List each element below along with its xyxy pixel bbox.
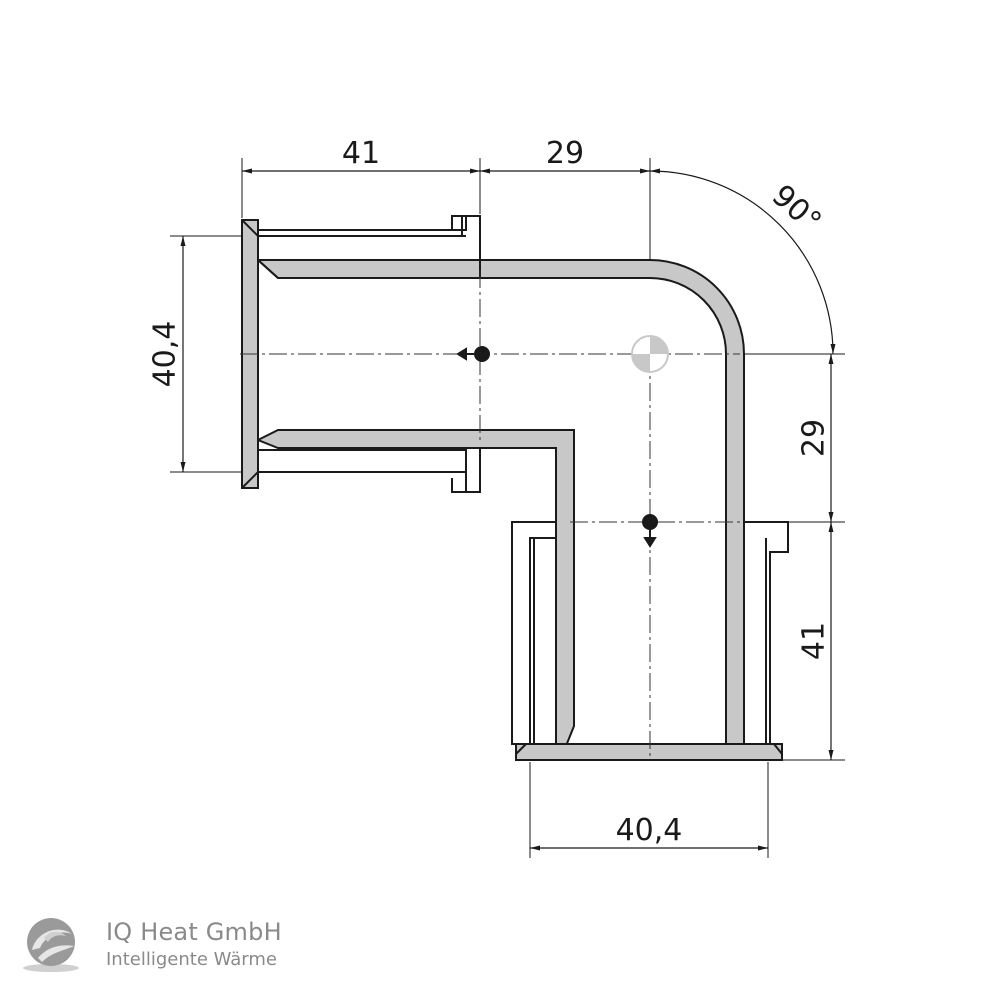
dimension-lines — [180, 168, 836, 851]
insertion-marker-left — [456, 346, 490, 362]
dim-text-right-upper: 29 — [797, 419, 832, 457]
dim-arc-angle — [649, 168, 836, 355]
brand-footer: IQ Heat GmbH Intelligente Wärme — [18, 916, 338, 976]
dim-text-angle: 90° — [765, 178, 828, 240]
brand-name: IQ Heat GmbH — [106, 918, 282, 946]
dim-text-bottom-diameter: 40,4 — [616, 813, 683, 848]
dim-text-top-right: 29 — [546, 136, 584, 171]
insertion-marker-bottom — [642, 514, 658, 548]
inner-elbow-wall — [255, 429, 575, 747]
dim-text-top-left: 41 — [342, 136, 380, 171]
fitting-body — [241, 215, 789, 761]
brand-tagline: Intelligente Wärme — [106, 949, 277, 970]
swirl-logo-icon — [23, 918, 79, 972]
dim-text-left-diameter: 40,4 — [148, 321, 183, 388]
dim-text-right-lower: 41 — [797, 622, 832, 660]
centre-mark — [631, 335, 669, 373]
outer-elbow-wall — [255, 259, 745, 747]
